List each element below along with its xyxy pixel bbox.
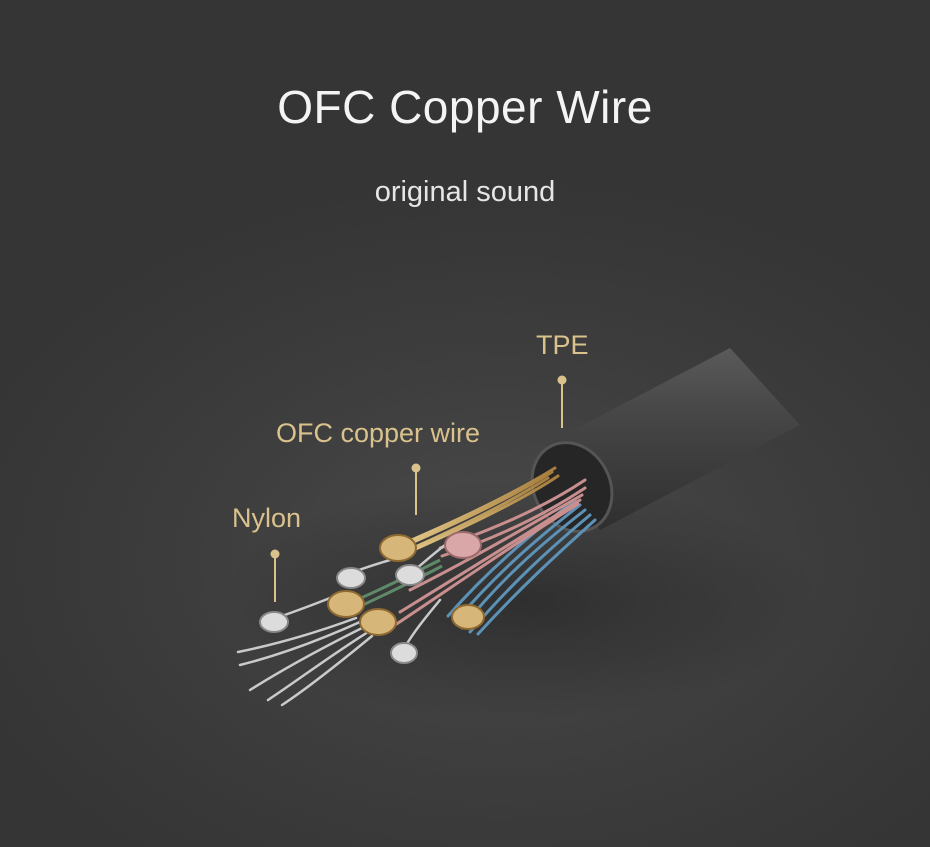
callout-label-tpe: TPE xyxy=(536,330,589,360)
callout-dots xyxy=(270,375,567,559)
wire-cross-sections xyxy=(259,531,485,664)
page-title: OFC Copper Wire xyxy=(277,81,653,133)
callout-label-nylon: Nylon xyxy=(232,503,302,533)
callout-markers xyxy=(274,382,563,602)
page-subtitle: original sound xyxy=(374,176,556,208)
callout-label-ofc-copper-wire: OFC copper wire xyxy=(276,418,481,448)
cable-shadow xyxy=(220,480,820,720)
